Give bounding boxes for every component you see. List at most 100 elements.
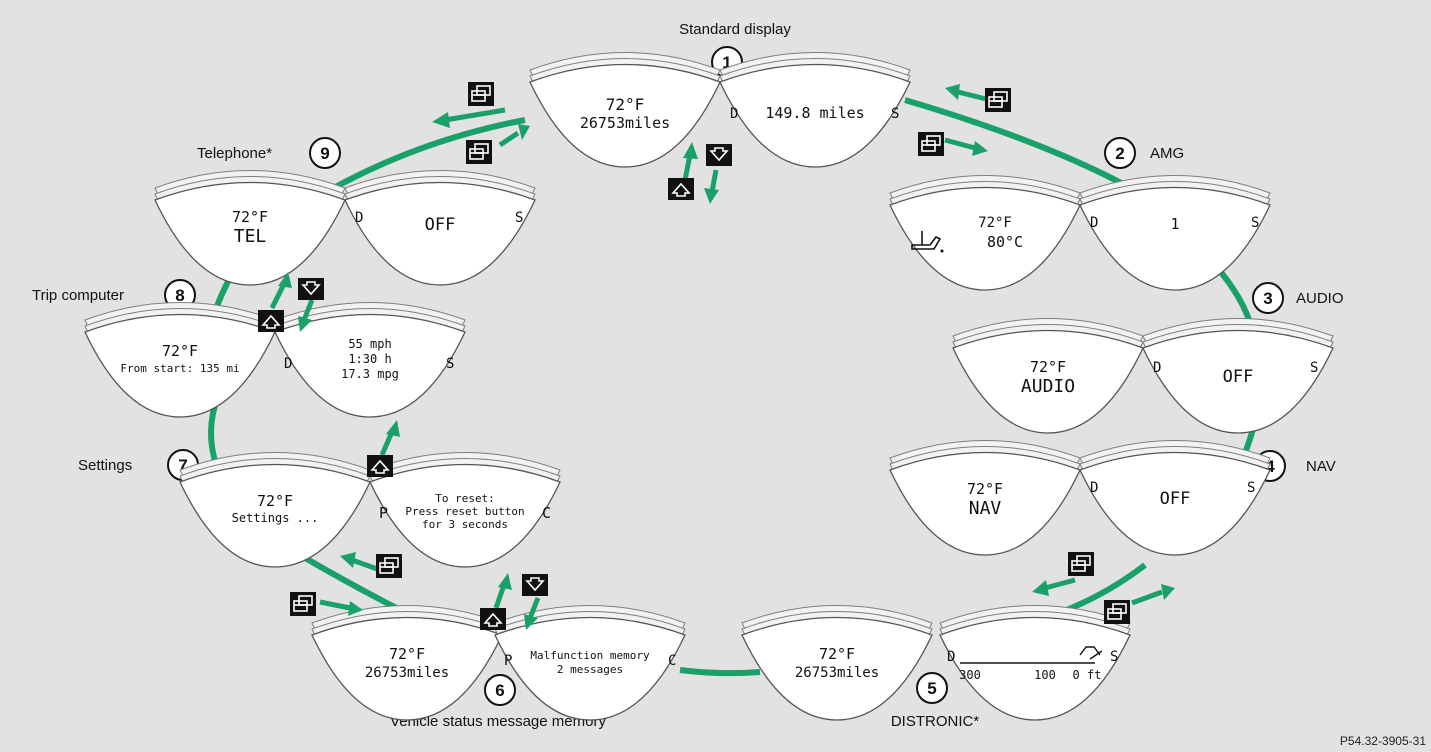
station-5-number-badge	[916, 672, 948, 704]
station-8-trip-computer: Trip computer 8 72°F From start: 135 mi …	[32, 279, 466, 418]
display-9-source: TEL	[234, 226, 267, 247]
display-4-status: OFF	[1160, 489, 1191, 509]
display-8-s-marker: S	[446, 356, 454, 372]
display-1-left: 72°F 26753miles	[529, 52, 721, 168]
figure-code: P54.32-3905-31	[1340, 734, 1426, 748]
up-button-icon	[257, 309, 285, 333]
display-9-left: 72°F TEL	[154, 170, 346, 286]
arrowhead-down-center	[704, 188, 719, 204]
display-6-left: 72°F 26753miles	[311, 605, 503, 721]
arrow-forward-top-left	[498, 130, 520, 148]
display-4-source: NAV	[969, 498, 1002, 519]
display-1-s-marker: S	[891, 106, 899, 122]
display-2-value: 1	[1170, 215, 1179, 233]
display-6-c-marker: C	[668, 653, 676, 669]
up-button-icon	[479, 607, 507, 631]
menu-button-icon	[1067, 551, 1095, 577]
arrow-back-top-right	[957, 89, 991, 103]
display-3-status: OFF	[1223, 367, 1254, 387]
display-7-reset-line1: To reset:	[435, 492, 495, 505]
station-3-audio: 3 AUDIO 72°F AUDIO D OFF S	[952, 282, 1344, 434]
arrow-forward-lower-right	[1131, 589, 1163, 606]
display-5-s-marker: S	[1110, 649, 1118, 665]
display-2-oil-temp: 80°C	[987, 233, 1023, 251]
distronic-tick-0: 0 ft	[1073, 668, 1102, 682]
display-2-d-marker: D	[1090, 215, 1098, 231]
arrowhead-forward-top-left	[518, 124, 530, 140]
arrow-down-center	[709, 169, 719, 193]
display-8-speed: 55 mph	[348, 337, 391, 351]
station-3-label: AUDIO	[1296, 290, 1344, 307]
display-8-left: 72°F From start: 135 mi	[84, 302, 276, 418]
display-3-temp: 72°F	[1030, 358, 1066, 376]
arrowhead-back-lower-left	[340, 552, 356, 568]
nav-arrows	[257, 81, 1175, 631]
arrowhead-down-left	[298, 316, 312, 332]
station-2-amg: 2 AMG 72°F 80°C D 1 S	[889, 137, 1271, 291]
display-1-d-marker: D	[730, 106, 738, 122]
display-1-temp: 72°F	[606, 95, 645, 114]
menu-button-icon	[984, 87, 1012, 113]
display-7-temp: 72°F	[257, 492, 293, 510]
arrowhead-back-top-left	[432, 112, 450, 128]
display-1-odometer: 26753miles	[580, 114, 670, 132]
distronic-tick-100: 100	[1034, 668, 1056, 682]
display-6-message-count: 2 messages	[557, 663, 623, 676]
menu-button-icon	[917, 131, 945, 157]
display-6-odometer: 26753miles	[365, 665, 449, 681]
display-9-s-marker: S	[515, 210, 523, 226]
display-5-left: 72°F 26753miles	[741, 605, 933, 721]
display-8-temp: 72°F	[162, 342, 198, 360]
menu-button-icon	[465, 139, 493, 165]
down-button-icon	[521, 573, 549, 597]
station-3-number: 3	[1263, 289, 1272, 308]
display-8-consumption: 17.3 mpg	[341, 367, 399, 381]
display-5-d-marker: D	[947, 649, 955, 665]
arrowhead-forward-top-right	[972, 141, 988, 156]
station-3-number-badge	[1252, 282, 1284, 314]
station-6-number-badge	[484, 674, 516, 706]
station-2-number: 2	[1115, 144, 1124, 163]
display-8-trip-distance: From start: 135 mi	[120, 362, 239, 375]
display-3-d-marker: D	[1153, 360, 1161, 376]
display-8-d-marker: D	[284, 356, 292, 372]
display-6-p-marker: P	[504, 653, 512, 669]
display-4-left: 72°F NAV	[889, 440, 1081, 556]
display-9-status: OFF	[425, 215, 456, 235]
oil-temperature-icon	[911, 231, 944, 253]
display-1-right: D 149.8 miles S	[719, 52, 911, 168]
up-button-icon	[366, 454, 394, 478]
arrow-down-status	[527, 597, 541, 619]
display-7-settings-text: Settings ...	[232, 511, 319, 525]
menu-button-icon	[375, 553, 403, 579]
distronic-tick-300: 300	[959, 668, 981, 682]
arrowhead-back-lower-right	[1032, 580, 1049, 596]
display-2-left: 72°F 80°C	[889, 175, 1081, 291]
down-button-icon	[705, 143, 733, 167]
arrow-forward-top-right	[944, 137, 976, 151]
display-7-p-marker: P	[379, 504, 388, 522]
display-9-temp: 72°F	[232, 208, 268, 226]
menu-button-icon	[467, 81, 495, 107]
arrowhead-down-status	[524, 614, 538, 630]
display-4-temp: 72°F	[967, 480, 1003, 498]
station-8-label: Trip computer	[32, 287, 124, 304]
display-4-right: D OFF S	[1079, 440, 1271, 556]
arrow-back-lower-right	[1044, 577, 1076, 591]
station-7-number: 7	[178, 456, 187, 475]
display-7-reset-line2: Press reset button	[405, 505, 524, 518]
display-2-temp: 72°F	[978, 215, 1012, 231]
arrow-back-lower-left	[351, 557, 381, 573]
station-1-number: 1	[722, 53, 731, 72]
display-3-s-marker: S	[1310, 360, 1318, 376]
arrowhead-up-center	[683, 142, 698, 159]
display-7-left: 72°F Settings ...	[179, 452, 371, 568]
arrow-up-center	[682, 154, 693, 181]
display-9-right: D OFF S	[344, 170, 536, 286]
station-6-vehicle-status: 6 Vehicle status message memory 72°F 267…	[311, 605, 686, 730]
arrow-up-status	[493, 584, 507, 609]
station-7-label: Settings	[78, 457, 132, 474]
station-9-telephone: Telephone* 9 72°F TEL D OFF S	[154, 137, 536, 286]
display-7-right: P To reset: Press reset button for 3 sec…	[369, 452, 561, 568]
station-5-number: 5	[927, 679, 936, 698]
